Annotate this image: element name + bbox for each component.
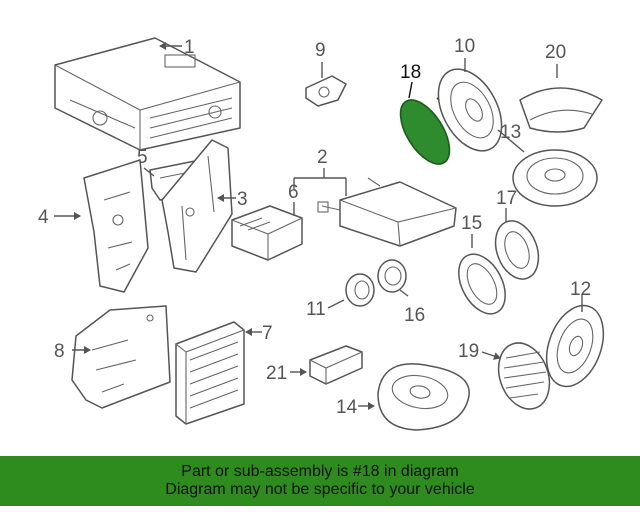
part-17-speaker-ring[interactable] <box>488 215 546 285</box>
part-12-speaker[interactable] <box>536 298 614 395</box>
callout-20[interactable]: 20 <box>545 42 566 63</box>
part-7-amplifier-box[interactable] <box>175 321 245 425</box>
callout-2[interactable]: 2 <box>317 147 328 168</box>
callout-8[interactable]: 8 <box>54 341 65 362</box>
callout-12[interactable]: 12 <box>570 279 591 300</box>
callout-9[interactable]: 9 <box>315 40 326 61</box>
part-4-bracket[interactable] <box>83 159 149 293</box>
exploded-parts-diagram: 1 9 18 10 20 <box>38 36 614 431</box>
part-1-radio-unit[interactable] <box>54 37 241 151</box>
callout-16[interactable]: 16 <box>404 305 425 326</box>
callout-17[interactable]: 17 <box>496 188 517 209</box>
part-3-bracket[interactable] <box>161 139 233 273</box>
callout-19[interactable]: 19 <box>458 341 479 362</box>
banner-line-1: Part or sub-assembly is #18 in diagram <box>181 463 459 480</box>
part-20-cover-pad[interactable] <box>519 87 603 133</box>
banner-line-2: Diagram may not be specific to your vehi… <box>165 481 475 498</box>
callout-15[interactable]: 15 <box>461 213 482 234</box>
part-15-gasket[interactable] <box>449 246 514 321</box>
callout-1[interactable]: 1 <box>184 37 195 58</box>
callout-18[interactable]: 18 <box>400 62 421 83</box>
callout-3[interactable]: 3 <box>237 189 248 210</box>
fitment-notice-banner: Part or sub-assembly is #18 in diagram D… <box>0 456 640 506</box>
callout-4[interactable]: 4 <box>38 207 49 228</box>
part-13-speaker[interactable] <box>512 149 598 207</box>
part-8-panel[interactable] <box>71 305 171 409</box>
callout-21[interactable]: 21 <box>266 363 287 384</box>
part-14-speaker-enclosure[interactable] <box>377 363 470 431</box>
callout-14[interactable]: 14 <box>336 397 358 418</box>
callout-10[interactable]: 10 <box>454 36 475 57</box>
part-10-speaker[interactable] <box>426 58 515 161</box>
part-19-speaker-grille[interactable] <box>490 336 558 416</box>
part-11-tweeter[interactable] <box>345 273 375 307</box>
callout-5[interactable]: 5 <box>137 147 148 168</box>
callout-11[interactable]: 11 <box>306 299 326 320</box>
callout-6[interactable]: 6 <box>288 182 299 203</box>
part-9-clip[interactable] <box>305 75 347 107</box>
part-16-tweeter-ring[interactable] <box>377 259 407 293</box>
part-6-amplifier[interactable] <box>231 205 303 261</box>
part-2-module[interactable] <box>317 177 457 247</box>
callout-7[interactable]: 7 <box>262 323 273 344</box>
callout-13[interactable]: 13 <box>500 122 521 143</box>
part-21-module[interactable] <box>309 345 363 385</box>
